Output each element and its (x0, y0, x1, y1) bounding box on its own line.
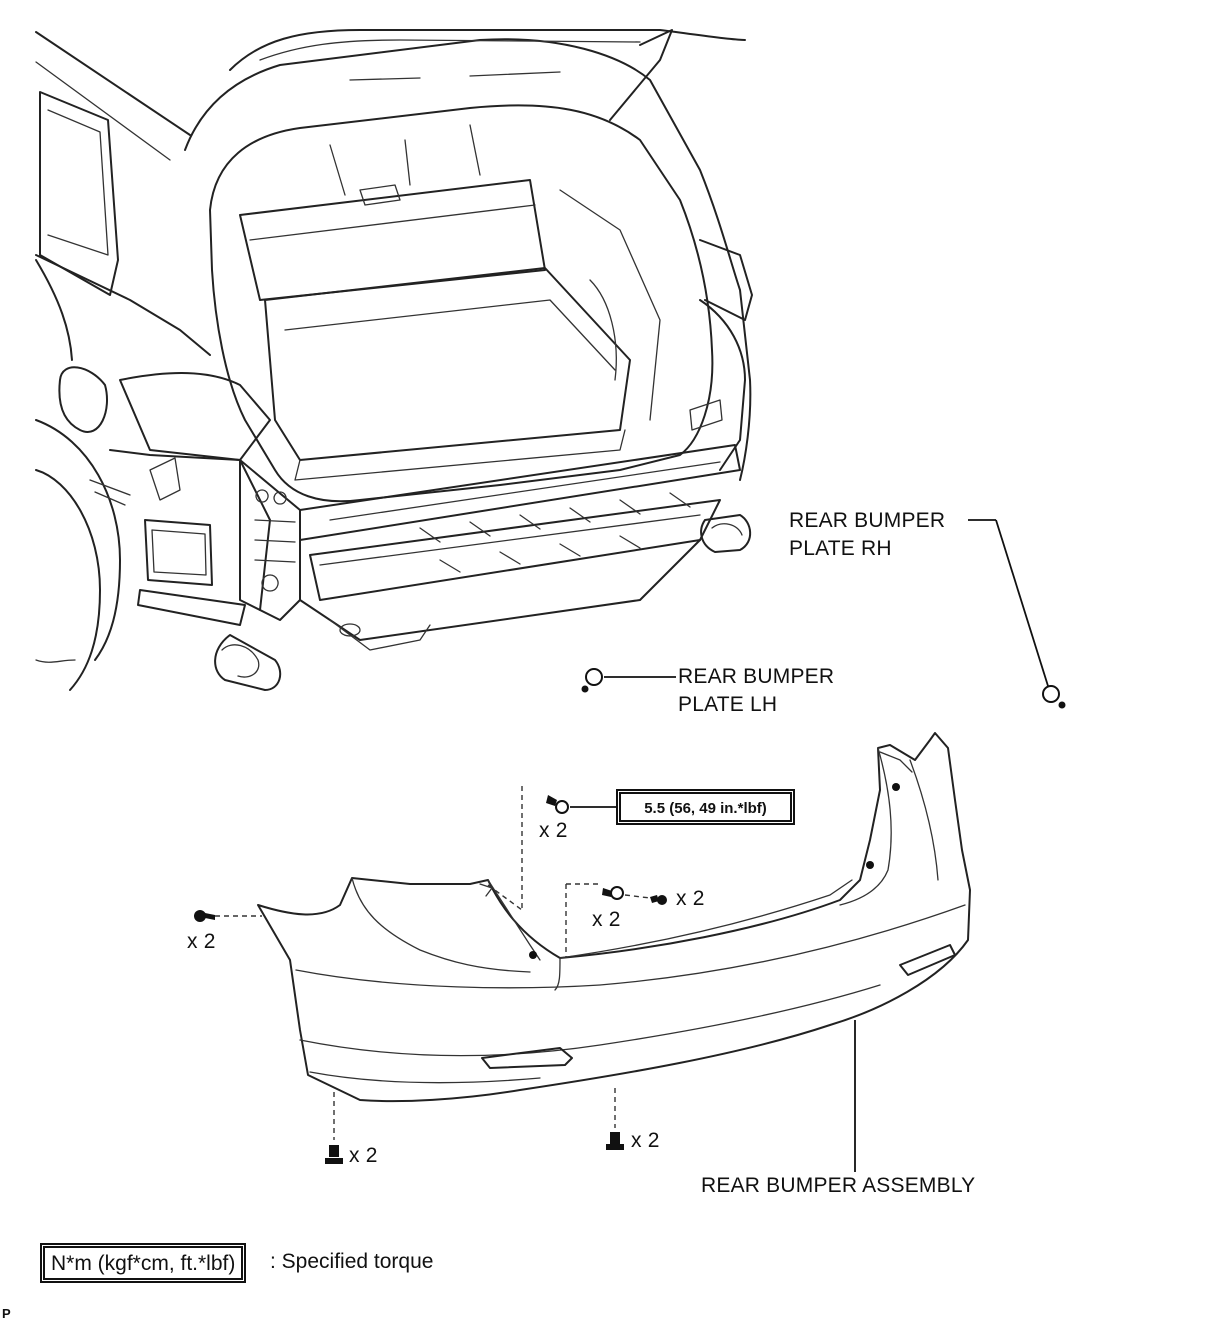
qty-clip-top: x 2 (539, 819, 568, 842)
label-plate-lh-line2: PLATE LH (678, 693, 778, 716)
label-plate-rh: REAR BUMPER PLATE RH (789, 507, 945, 563)
plate-lh-clip-icon (581, 668, 603, 693)
vehicle-rear-illustration (35, 29, 753, 691)
screw-center-icon (602, 886, 624, 900)
torque-spec-box: 5.5 (56, 49 in.*lbf) (619, 792, 792, 822)
rear-bumper-assembly-illustration (257, 732, 971, 1103)
qty-screw-right-small: x 2 (676, 887, 705, 910)
bolt-bottom-center-icon (606, 1132, 624, 1150)
label-plate-rh-line1: REAR BUMPER (789, 509, 946, 532)
figure-code: P (2, 1306, 11, 1321)
qty-screw-left: x 2 (187, 930, 216, 953)
screw-left-icon (194, 910, 215, 922)
label-plate-rh-line2: PLATE RH (789, 537, 892, 560)
plate-rh-clip-icon (1042, 685, 1066, 709)
legend-torque-unit-box: N*m (kgf*cm, ft.*lbf) (43, 1246, 244, 1280)
screw-right-small-icon (650, 895, 667, 905)
legend-text: : Specified torque (270, 1250, 434, 1273)
plate-rh-leader-diag (995, 519, 1049, 687)
qty-screw-center: x 2 (592, 908, 621, 931)
qty-bolt-bottom-left: x 2 (349, 1144, 378, 1167)
label-plate-lh-line1: REAR BUMPER (678, 665, 835, 688)
bolt-bottom-left-icon (325, 1145, 343, 1164)
label-assembly: REAR BUMPER ASSEMBLY (701, 1174, 976, 1197)
label-plate-lh: REAR BUMPER PLATE LH (678, 663, 834, 719)
qty-bolt-bottom-center: x 2 (631, 1129, 660, 1152)
clip-top-icon (546, 795, 569, 814)
